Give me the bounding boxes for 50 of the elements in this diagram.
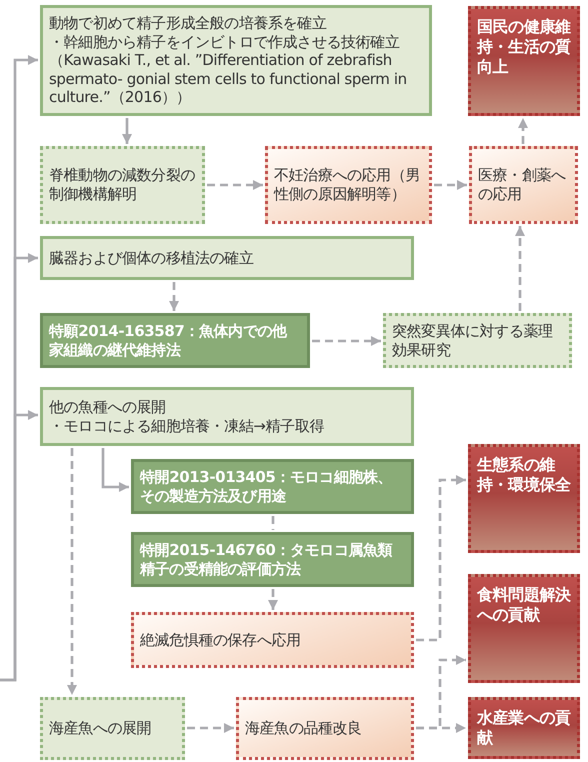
box-text: 臓器および個体の移植法の確立: [49, 248, 254, 268]
goal-box: [468, 444, 580, 553]
arrow: [0, 410, 38, 682]
process-box: [40, 387, 414, 446]
box-text: 国民の健康維持・生活の質向上: [477, 17, 571, 76]
arrow: [268, 589, 278, 610]
patent-box: [40, 313, 310, 368]
box-text: 不妊治療への応用（男性側の原因解明等）: [274, 166, 422, 204]
arrow: [187, 723, 234, 733]
arrow: [102, 448, 129, 492]
box-text: 絶滅危惧種の保存へ応用: [140, 630, 302, 650]
goal-box: [468, 697, 580, 759]
arrow: [67, 448, 77, 695]
arrow: [169, 282, 179, 311]
box-text: 医療・創薬への応用: [478, 166, 567, 204]
box-text: 海産魚への展開: [49, 719, 152, 738]
box-text: 水産業への貢献: [477, 708, 571, 748]
arrow: [518, 118, 528, 144]
box-text: 特開2013-013405：モロコ細胞株、その製造方法及び用途: [140, 468, 394, 506]
box-text: ・モロコによる細胞培養・凍結→精子取得: [49, 416, 325, 436]
application-box: [265, 146, 432, 224]
box-text: 特願2014-163587：魚体内での他家組織の継代維持法: [49, 322, 288, 360]
arrow: [515, 226, 525, 311]
box-text: 動物で初めて精子形成全般の培養系を確立: [49, 14, 328, 33]
box-text: 突然変異体に対する薬理効果研究: [392, 322, 554, 360]
process-box: [40, 236, 414, 280]
process-box: [40, 5, 432, 116]
process-box: [40, 697, 185, 760]
arrow: [434, 180, 467, 190]
box-text: ・幹細胞から精子をインビトロで作成させる技術確立（Kawasaki T., et al. ”Differentiation of zebrafish spermato- gonial stem cells to functional sperm in culture.”（2016））: [49, 32, 408, 107]
process-box: [383, 313, 572, 368]
goal-box: [468, 574, 580, 683]
patent-box: [131, 459, 414, 514]
process-box: [40, 146, 205, 224]
arrow: [312, 336, 381, 346]
goal-box: [468, 6, 580, 116]
box-text: 他の魚種への展開: [49, 398, 167, 416]
box-text: 特開2015-146760：タモロコ属魚類精子の受精能の評価方法: [140, 540, 394, 578]
arrow: [122, 118, 132, 144]
arrow: [416, 655, 466, 730]
patent-box: [131, 532, 414, 587]
application-box: [469, 146, 578, 224]
application-box: [131, 612, 414, 668]
box-text: 脊椎動物の減数分裂の制御機構解明: [49, 166, 196, 204]
box-text: 海産魚の品種改良: [245, 719, 363, 738]
arrow: [416, 475, 466, 642]
box-text: 食料問題解決への貢献: [477, 585, 571, 625]
box-text: 生態系の維持・環境保全: [477, 455, 571, 495]
arrow: [207, 180, 263, 190]
application-box: [236, 697, 414, 760]
